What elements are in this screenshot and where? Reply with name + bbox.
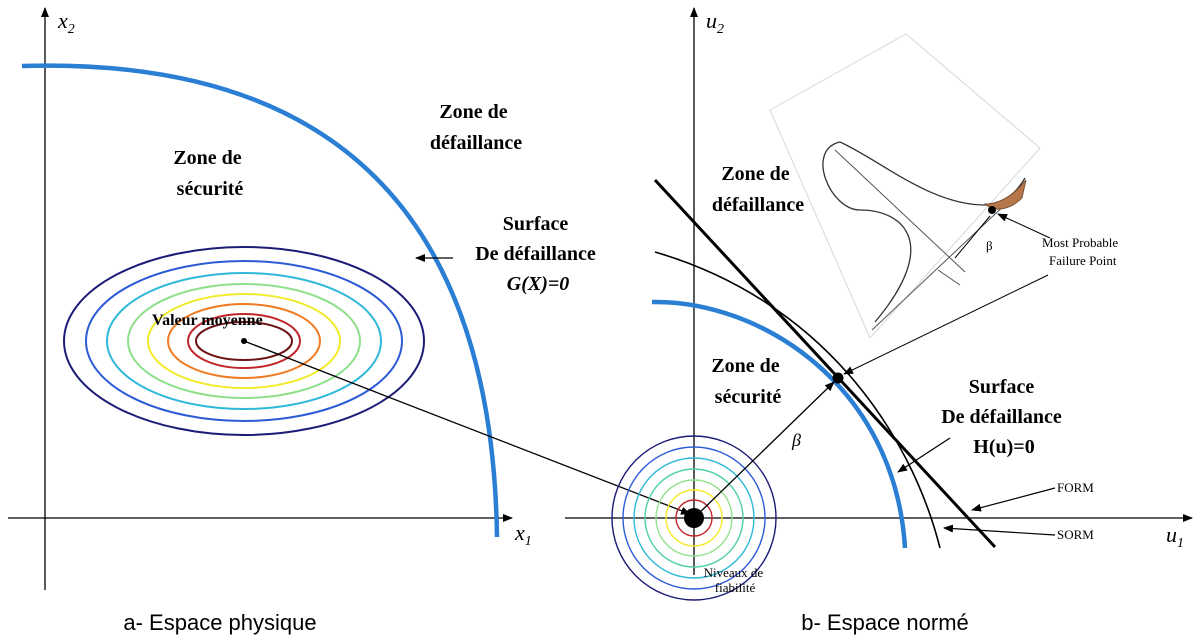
- inset-mpfp-point: [988, 206, 996, 214]
- right-failure-surface-label: Surface De défaillance H(u)=0: [941, 376, 1067, 458]
- beta-vector: [693, 381, 835, 519]
- form-pointer-arrow: [971, 487, 1056, 512]
- right-safety-zone-label: Zone de sécurité: [711, 355, 784, 408]
- contour-level-6: [167, 303, 321, 379]
- contour-level-3: [106, 272, 382, 410]
- left-y-axis-label: x2: [57, 8, 75, 37]
- inset-frame-edge: [769, 33, 907, 111]
- reliability-level-2: [622, 446, 766, 590]
- left-failure-zone-label: Zone de défaillance: [430, 101, 522, 154]
- left-failure-surface-curve: [21, 63, 500, 538]
- reliability-level-6: [665, 489, 723, 547]
- inset-axis: [834, 149, 966, 273]
- sorm-label: SORM: [1057, 527, 1094, 542]
- pdf-inset: β Most Probable Failure Point: [769, 33, 1121, 375]
- left-failure-surface-label: Surface De défaillance G(X)=0: [475, 213, 601, 295]
- inset-pdf-left-profile: [822, 141, 912, 323]
- reliability-levels-label: Niveaux de fiabilité: [704, 565, 767, 595]
- transformation-arrow: [243, 340, 691, 515]
- inset-frame-edge: [769, 109, 871, 339]
- contour-level-2: [85, 260, 403, 422]
- left-safety-zone-label: Zone de sécurité: [173, 147, 246, 200]
- right-caption: b- Espace normé: [801, 610, 969, 635]
- contour-level-8: [195, 321, 293, 361]
- failure-probability-region: [983, 179, 1027, 210]
- inset-frame-edge: [905, 33, 1041, 149]
- form-tangent-line: [653, 178, 997, 549]
- mpfp-to-design-point-arrow: [843, 274, 1049, 375]
- reliability-level-4: [644, 468, 744, 568]
- left-density-contours: [63, 246, 425, 436]
- mpfp-label: Most Probable Failure Point: [1042, 235, 1121, 268]
- inset-axis: [871, 199, 1011, 331]
- left-caption: a- Espace physique: [123, 610, 316, 635]
- reliability-level-1: [611, 435, 777, 601]
- reliability-level-7: [675, 499, 713, 537]
- right-surface-pointer-arrow: [897, 437, 951, 473]
- reliability-level-3: [633, 457, 755, 579]
- mean-value-label: Valeur moyenne: [152, 312, 263, 329]
- contour-level-4: [127, 283, 361, 399]
- design-point: [832, 372, 844, 384]
- right-y-axis-label: u2: [706, 8, 724, 37]
- contour-level-5: [147, 293, 341, 389]
- right-failure-zone-label: Zone de défaillance: [712, 163, 804, 216]
- right-failure-surface-curve: [651, 299, 908, 549]
- contour-level-7: [187, 313, 301, 369]
- right-x-axis-label: u1: [1166, 522, 1184, 551]
- reliability-level-5: [655, 479, 733, 557]
- sorm-pointer-arrow: [943, 524, 1056, 536]
- form-label: FORM: [1057, 480, 1094, 495]
- right-reliability-contours: [611, 435, 777, 601]
- mpfp-pointer-arrow: [997, 213, 1051, 239]
- inset-beta-label: β: [986, 238, 993, 253]
- inset-axis: [937, 269, 961, 286]
- inset-beta-line: [954, 215, 991, 259]
- left-x-axis-label: x1: [514, 520, 532, 549]
- inset-frame-edge: [869, 147, 1041, 339]
- left-panel: x1 x2 Valeur moyenne Zone de sécurité Zo…: [8, 7, 601, 635]
- beta-label: β: [791, 430, 801, 450]
- contour-level-1: [63, 246, 425, 436]
- right-panel: u1 u2 Niveaux de fiabilité β Zone de: [565, 7, 1193, 635]
